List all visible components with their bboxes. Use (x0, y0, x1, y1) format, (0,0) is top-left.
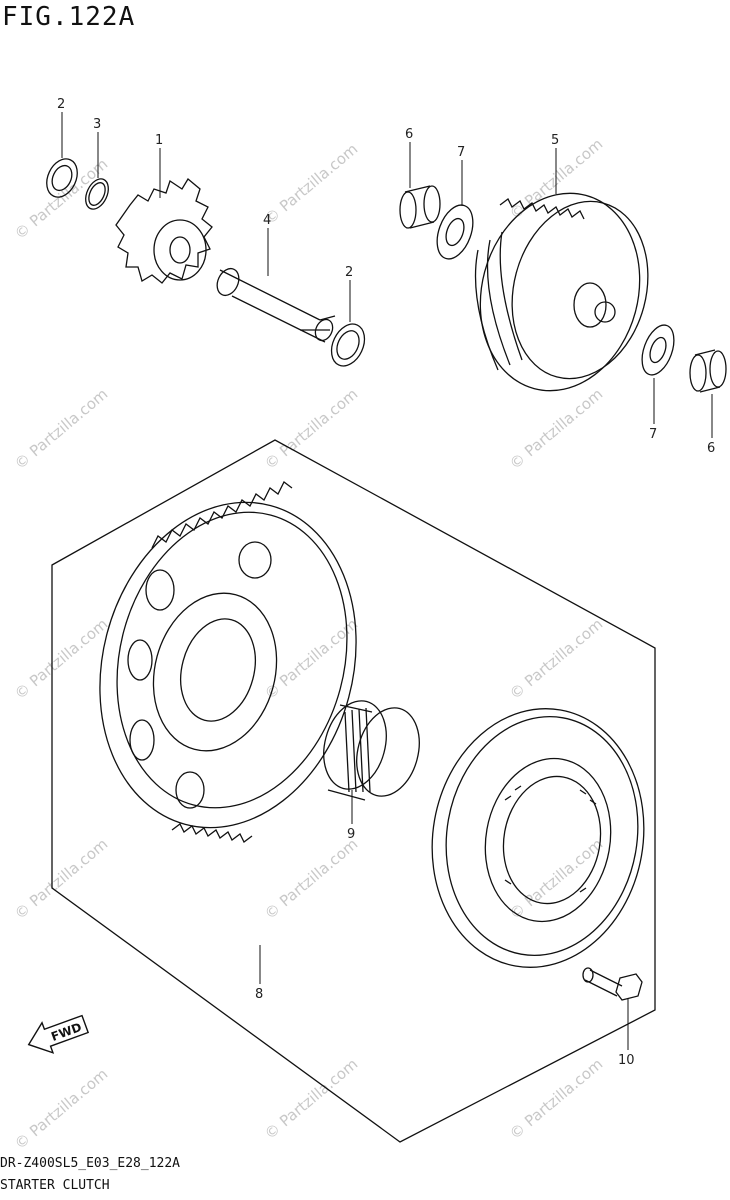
watermark: © Partzilla.com (261, 140, 361, 228)
idler-gear-1 (115, 178, 213, 284)
callout-8: 8 (255, 987, 263, 1002)
watermark: © Partzilla.com (261, 835, 361, 923)
washer-2-left (46, 158, 78, 198)
callout-3: 3 (93, 117, 101, 132)
callout-9: 9 (347, 827, 355, 842)
starter-clutch-assembly (51, 439, 656, 1143)
watermark: © Partzilla.com (11, 615, 111, 703)
watermark: © Partzilla.com (506, 615, 606, 703)
callout-7-upper: 7 (457, 145, 465, 160)
callout-7-lower: 7 (649, 427, 657, 442)
watermark: © Partzilla.com (11, 385, 111, 473)
washer-2-right (330, 323, 366, 367)
leader-lines (61, 112, 713, 1050)
bolt-10 (582, 967, 643, 1001)
needle-bearing-9 (323, 700, 420, 801)
watermark-layer: © Partzilla.com © Partzilla.com © Partzi… (11, 135, 606, 1153)
watermark: © Partzilla.com (506, 1055, 606, 1143)
watermark: © Partzilla.com (506, 835, 606, 923)
watermark: © Partzilla.com (506, 385, 606, 473)
fwd-arrow-icon (27, 1014, 90, 1054)
part-name: STARTER CLUTCH (0, 1178, 110, 1193)
washer-7-upper (436, 204, 474, 260)
upper-parts (46, 158, 727, 393)
watermark: © Partzilla.com (11, 835, 111, 923)
figure-title: FIG.122A (2, 2, 136, 32)
gear-5 (474, 192, 649, 392)
washer-7-lower (641, 324, 675, 376)
watermark: © Partzilla.com (261, 1055, 361, 1143)
callout-6-upper: 6 (405, 127, 413, 142)
watermark: © Partzilla.com (11, 155, 111, 243)
shaft-4 (216, 267, 336, 343)
model-code: DR-Z400SL5_E03_E28_122A (0, 1156, 181, 1171)
callout-6-lower: 6 (707, 441, 715, 456)
callout-4: 4 (263, 213, 271, 228)
callout-1: 1 (155, 133, 163, 148)
bushing-6-lower (689, 349, 727, 393)
callout-2-left: 2 (57, 97, 65, 112)
bushing-6-upper (399, 185, 441, 229)
circlip-3 (85, 178, 109, 210)
fwd-arrow: FWD (27, 1014, 90, 1054)
callouts: 1 2 2 3 4 5 6 6 7 7 8 9 10 (57, 97, 715, 1068)
callout-2-right: 2 (345, 265, 353, 280)
watermark: © Partzilla.com (11, 1065, 111, 1153)
one-way-clutch (431, 708, 645, 968)
callout-5: 5 (551, 133, 559, 148)
clutch-gear (99, 481, 357, 843)
assembly-box (51, 439, 656, 1143)
callout-10: 10 (618, 1053, 635, 1068)
